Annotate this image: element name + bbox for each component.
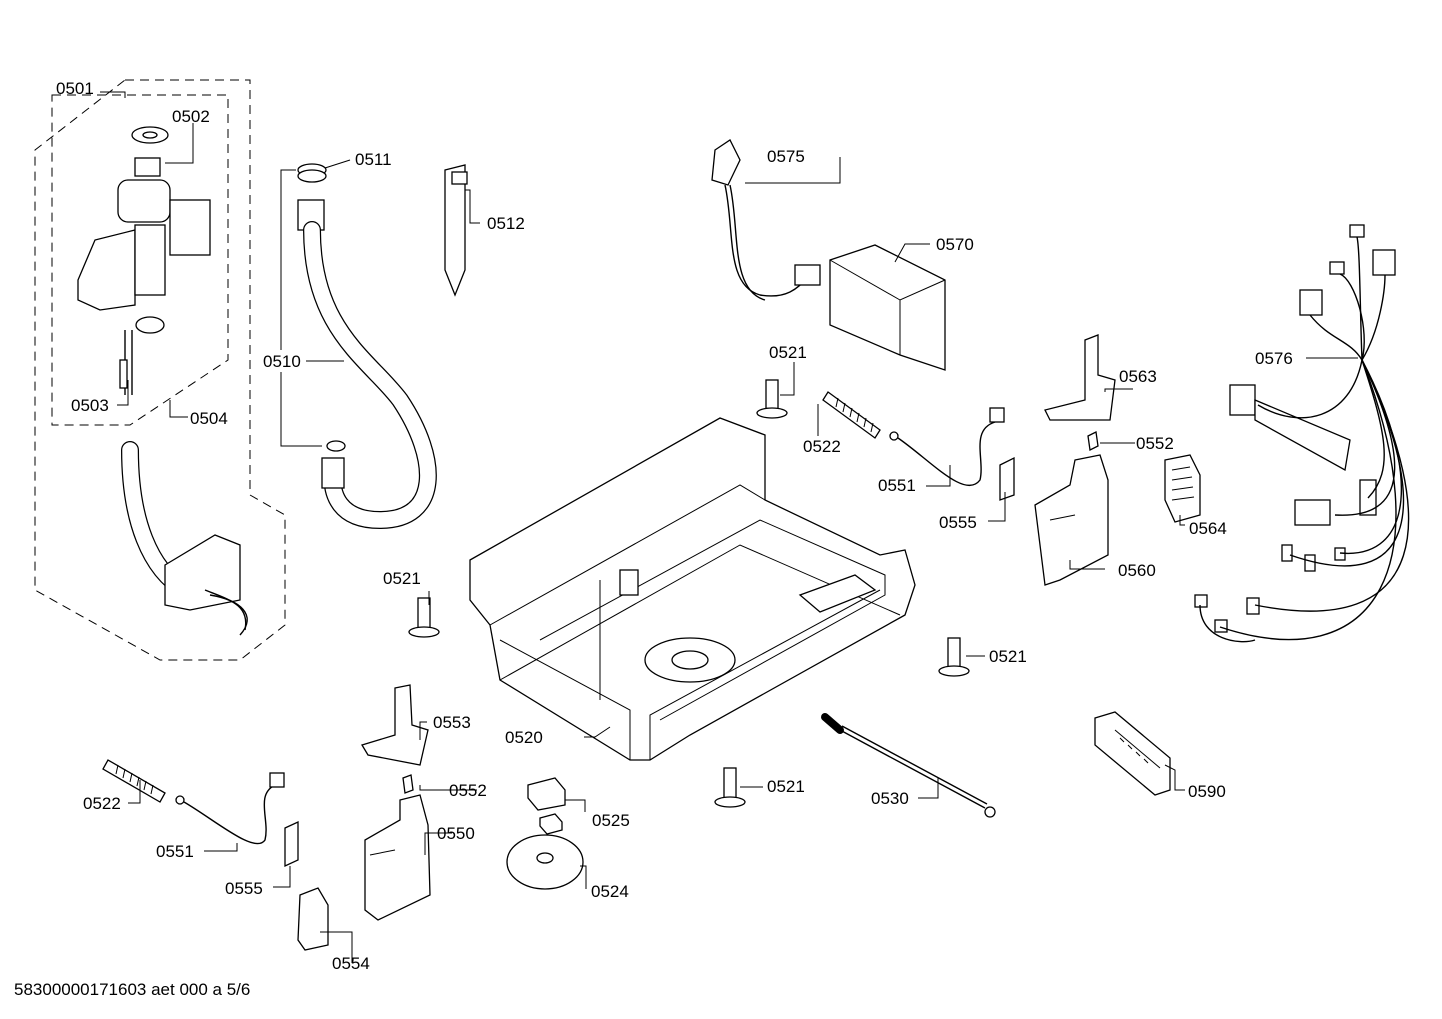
mains-cable-part [711, 139, 821, 301]
part-label-0504: 0504 [190, 409, 228, 428]
part-label-0554: 0554 [332, 954, 370, 973]
foot-part [756, 379, 788, 419]
cable-harness-part [1194, 224, 1410, 643]
aquastop-valve-part [77, 126, 211, 395]
control-module-part [829, 244, 946, 371]
part-label-0555-b: 0555 [225, 879, 263, 898]
part-label-0555-a: 0555 [939, 513, 977, 532]
part-label-0553: 0553 [433, 713, 471, 732]
part-label-0520: 0520 [505, 728, 543, 747]
part-label-0552-a: 0552 [1136, 434, 1174, 453]
part-label-0521-d: 0521 [767, 777, 805, 796]
hinge-bracket-part [1034, 334, 1116, 586]
part-label-0552-b: 0552 [449, 781, 487, 800]
part-label-0522-b: 0522 [83, 794, 121, 813]
part-label-0564: 0564 [1189, 519, 1227, 538]
clip-part [999, 456, 1015, 501]
foot-part [938, 637, 970, 677]
bracket-part [297, 887, 329, 951]
float-rod-part [821, 713, 996, 818]
part-label-0575: 0575 [767, 147, 805, 166]
inlet-connector-part [164, 534, 248, 636]
part-label-0521-b: 0521 [383, 569, 421, 588]
part-label-0503: 0503 [71, 396, 109, 415]
assembly-outline-0504 [51, 94, 229, 426]
part-label-0522-a: 0522 [803, 437, 841, 456]
clip-part [284, 820, 299, 868]
door-stop-part [1164, 454, 1201, 523]
part-label-0551-a: 0551 [878, 476, 916, 495]
part-label-0501: 0501 [56, 79, 94, 98]
spring-part [822, 391, 881, 439]
part-label-0510: 0510 [263, 352, 301, 371]
foot-part [408, 597, 440, 638]
disc-part [506, 834, 584, 890]
part-label-0512: 0512 [487, 214, 525, 233]
part-label-0521-c: 0521 [989, 647, 1027, 666]
document-reference: 58300000171603 aet 000 a 5/6 [14, 980, 251, 999]
part-label-0563: 0563 [1119, 367, 1157, 386]
part-label-0590: 0590 [1188, 782, 1226, 801]
part-label-0521-a: 0521 [769, 343, 807, 362]
leader-lines [100, 91, 1358, 963]
part-label-0550: 0550 [437, 824, 475, 843]
part-label-0560: 0560 [1118, 561, 1156, 580]
part-label-0511: 0511 [355, 150, 392, 169]
assembly-outline-0501 [34, 79, 286, 661]
part-label-0524: 0524 [591, 882, 629, 901]
part-label-0576: 0576 [1255, 349, 1293, 368]
guide-part [527, 777, 566, 835]
rope-cable-part [889, 407, 1005, 487]
foot-part [714, 767, 746, 808]
hose-holder-part [444, 164, 466, 297]
hinge-bracket-part [361, 684, 431, 921]
part-label-0570: 0570 [936, 235, 974, 254]
part-label-0551-b: 0551 [156, 842, 194, 861]
base-frame-part [469, 417, 916, 761]
part-label-0502: 0502 [172, 107, 210, 126]
spring-part [102, 759, 166, 803]
rope-cable-part [175, 772, 285, 845]
part-label-0525: 0525 [592, 811, 630, 830]
panel-part [1094, 711, 1171, 796]
hose-clamp-part [297, 163, 327, 183]
part-label-0530: 0530 [871, 789, 909, 808]
